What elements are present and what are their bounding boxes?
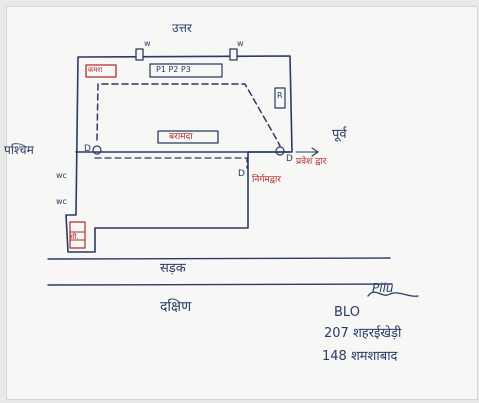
- door-mark-exit: D: [238, 169, 245, 179]
- window-mark-2: w: [237, 39, 244, 48]
- east-label: पूर्व: [332, 127, 347, 142]
- door-left-mark: [92, 145, 102, 155]
- middle-room-label: बरामदा: [169, 132, 193, 142]
- signature-stroke: [367, 291, 419, 297]
- top-rooms-label: P1 P2 P3: [156, 65, 191, 74]
- room-top-left-label: कमरा: [88, 66, 103, 74]
- middle-room-box: [157, 130, 219, 144]
- door-right-mark: [275, 146, 285, 156]
- staircase-box: [69, 221, 86, 249]
- wc-mark-2: wc: [56, 197, 67, 206]
- staircase-label: सी.: [70, 233, 79, 241]
- exit-label: निर्गमद्वार: [252, 175, 281, 185]
- window-top-1: [135, 48, 144, 61]
- dashed-route-lower: [94, 157, 248, 169]
- footer-line-1: BLO: [334, 305, 360, 320]
- sketch-paper: [6, 6, 478, 400]
- room-right-box: [274, 87, 286, 109]
- door-mark-right: D: [286, 154, 293, 164]
- entrance-label: प्रवेश द्वार: [296, 157, 327, 167]
- window-top-2: [229, 48, 238, 61]
- road-label: सड़क: [160, 261, 186, 276]
- footer-line-2: 207 शहरईखेड़ी: [324, 326, 402, 341]
- door-mark-left: D: [84, 144, 91, 154]
- top-rooms-box: [149, 63, 223, 78]
- south-label: दक्षिण: [160, 299, 192, 315]
- west-label: पश्चिम: [4, 143, 34, 157]
- room-right-label: R: [277, 91, 283, 100]
- road-line-bottom: [47, 283, 393, 286]
- window-mark-1: w: [144, 39, 151, 48]
- building-outline: [65, 55, 293, 253]
- dashed-route: [96, 83, 281, 147]
- wc-mark-1: wc: [56, 171, 67, 180]
- road-line-top: [47, 257, 391, 260]
- footer-line-3: 148 शमशाबाद: [322, 349, 398, 364]
- room-top-left-box: [85, 64, 117, 78]
- north-label: उत्तर: [172, 21, 192, 35]
- signature: Pilu: [372, 281, 394, 295]
